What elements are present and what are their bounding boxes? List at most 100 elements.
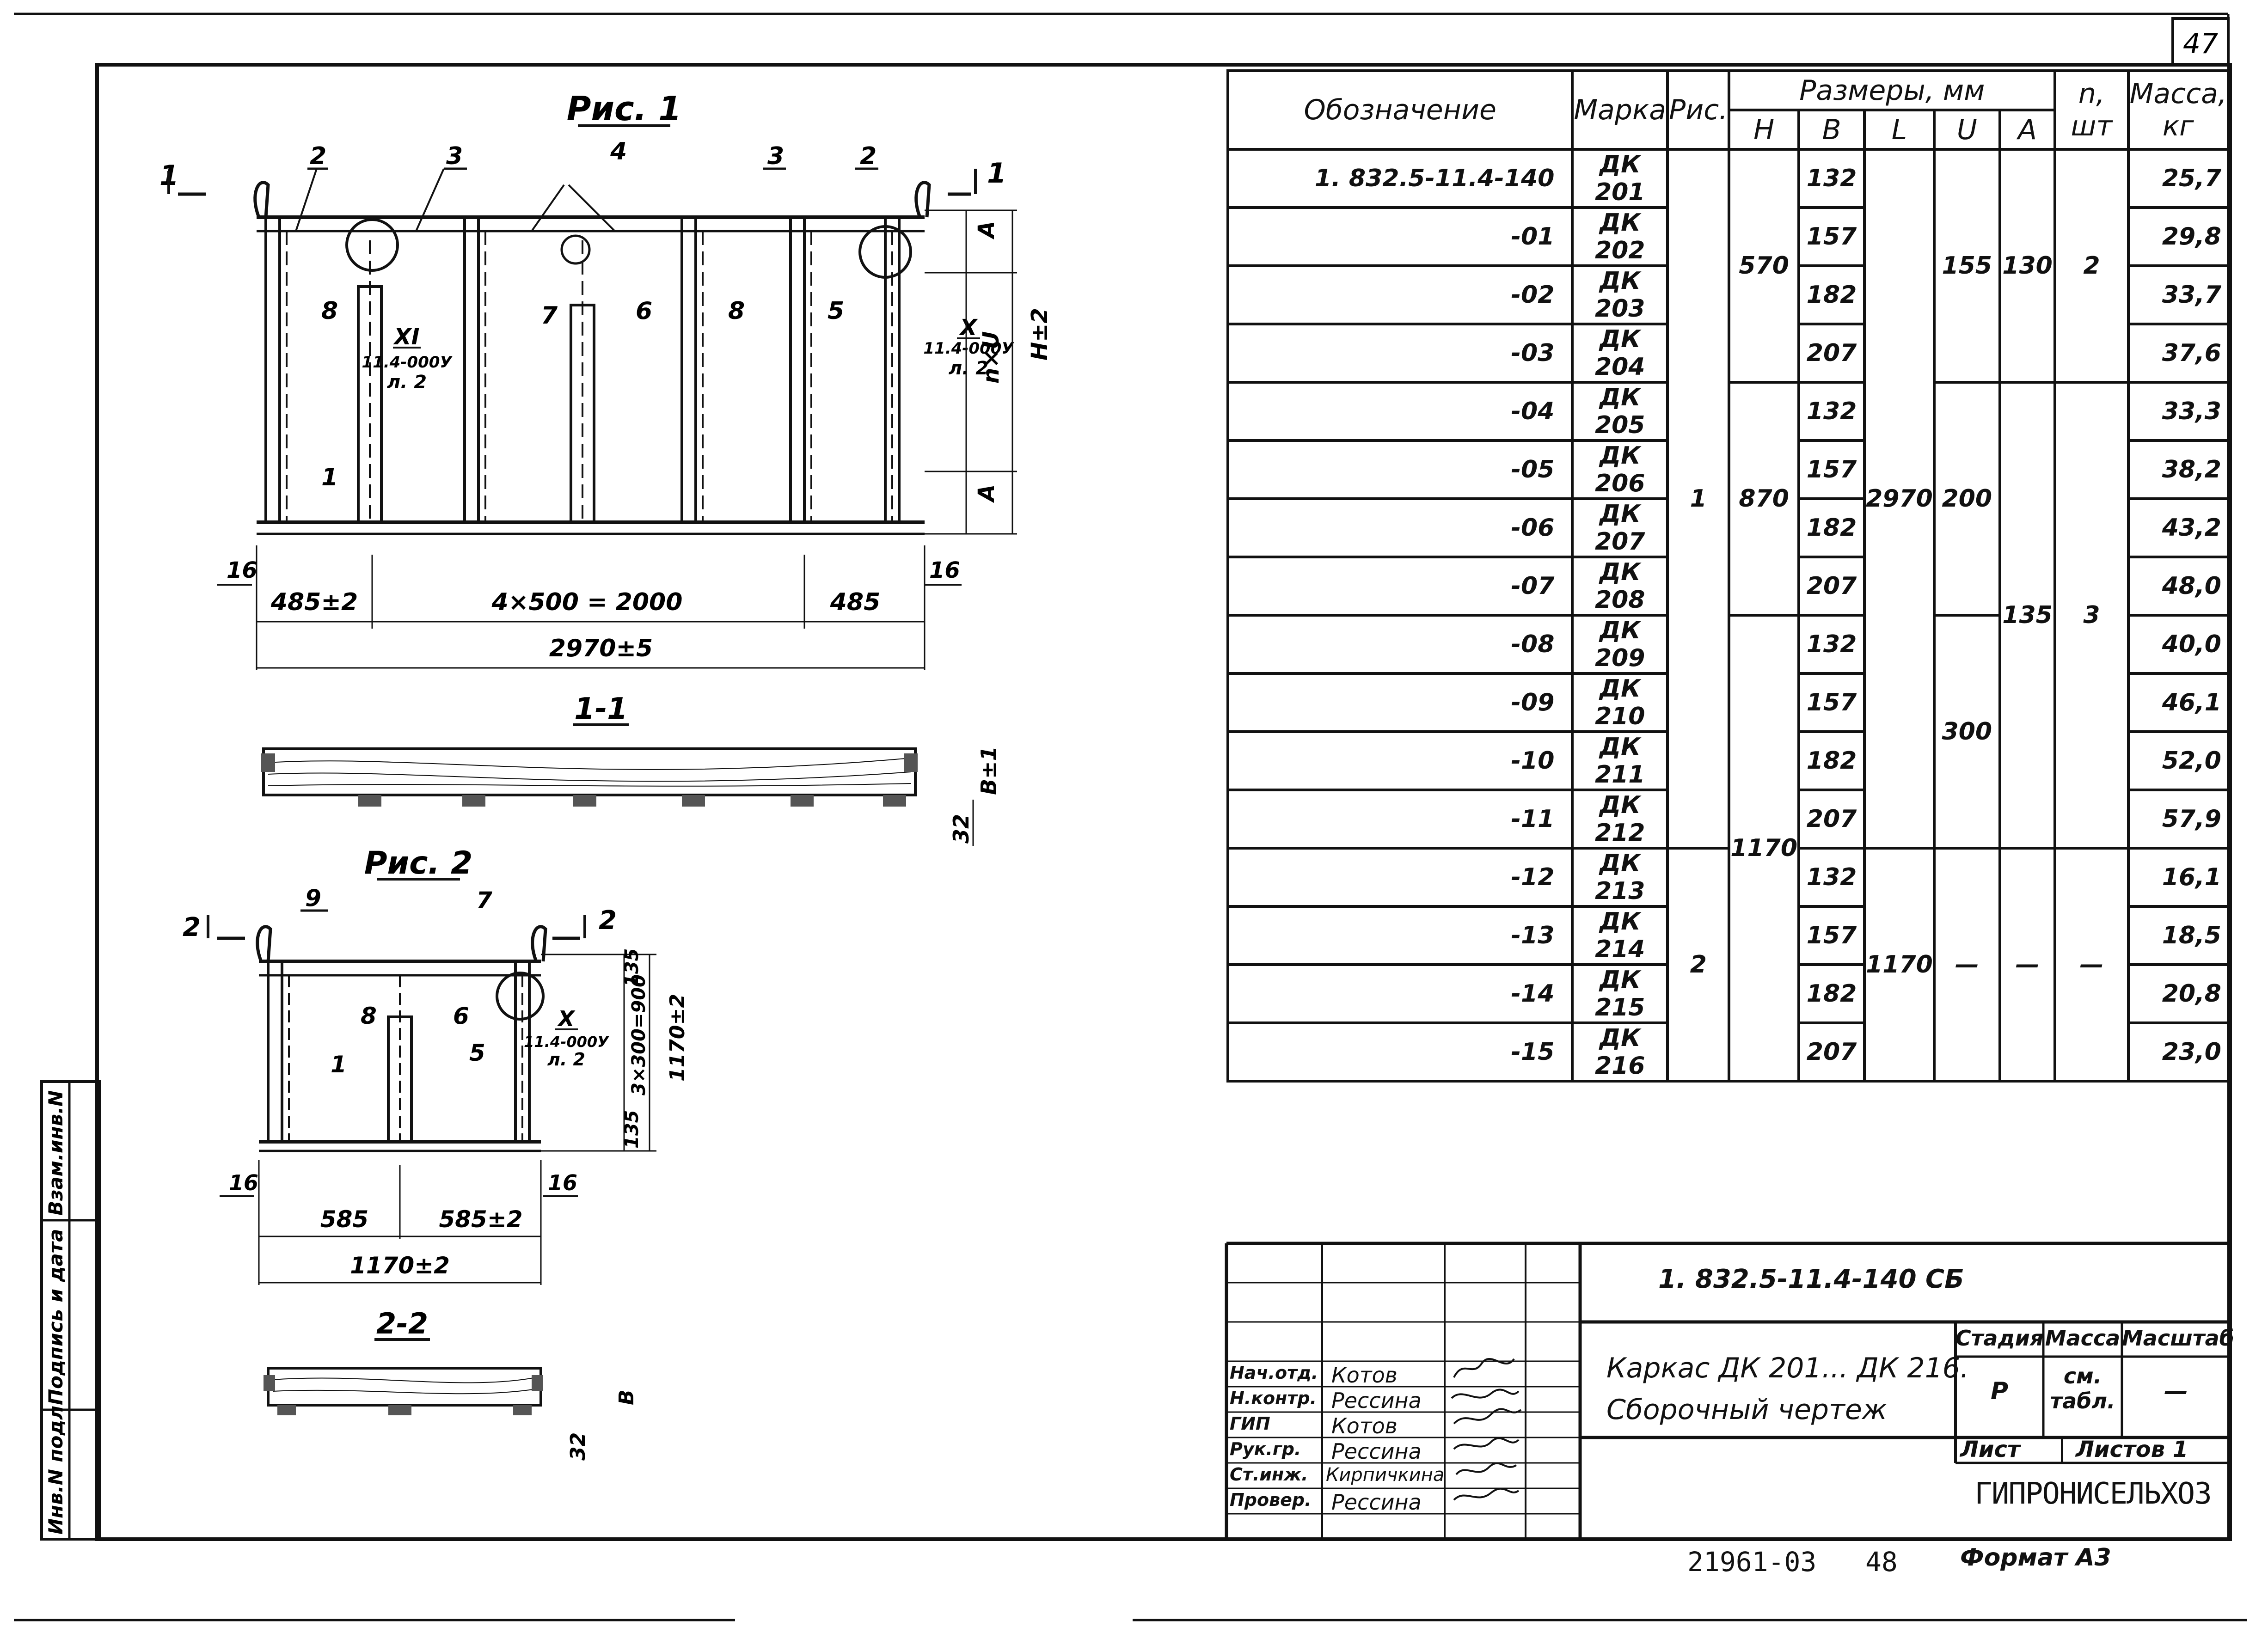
svg-text:8: 8 — [321, 297, 338, 325]
person-name: Рессина — [1331, 1388, 1422, 1413]
table-row: -11 ДК 212 207 57,9 — [1226, 789, 2230, 850]
svg-text:11.4-000У: 11.4-000У — [923, 339, 1014, 358]
svg-text:1170±2: 1170±2 — [350, 1252, 450, 1279]
svg-text:5: 5 — [828, 297, 844, 325]
svg-text:1: 1 — [331, 1051, 347, 1078]
role-label: ГИП — [1230, 1413, 1270, 1434]
sheet-number: 47 — [2183, 28, 2218, 60]
section-2-2: 2-2 B 32 — [264, 1307, 638, 1461]
svg-text:1170±2: 1170±2 — [666, 994, 689, 1082]
header-fig: Рис. — [1666, 69, 1731, 151]
svg-text:3×300=900: 3×300=900 — [628, 974, 650, 1095]
svg-text:7: 7 — [476, 887, 492, 914]
svg-text:2: 2 — [599, 905, 617, 936]
scale-label: Масштаб — [2122, 1326, 2234, 1351]
archive-number: 21961-03 — [1687, 1546, 1817, 1578]
svg-text:6: 6 — [636, 297, 652, 325]
doc-code: 1. 832.5-11.4-140 СБ — [1658, 1264, 1964, 1294]
person-name: Кирпичкина — [1326, 1464, 1445, 1486]
table-row: -05 ДК 206 157 38,2 — [1226, 439, 2230, 500]
svg-text:16: 16 — [929, 557, 960, 583]
svg-text:7: 7 — [541, 302, 558, 330]
svg-text:А: А — [974, 221, 999, 240]
svg-text:2970±5: 2970±5 — [549, 635, 653, 662]
stage-value: Р — [1990, 1377, 2009, 1405]
svg-text:2: 2 — [860, 142, 877, 170]
scale-value: — — [2164, 1377, 2188, 1405]
mass-label: Масса — [2045, 1326, 2121, 1351]
person-name: Котов — [1331, 1363, 1398, 1388]
svg-text:8: 8 — [728, 297, 745, 325]
inner-frame — [95, 63, 2232, 1541]
role-label: Нач.отд. — [1230, 1363, 1318, 1383]
header-mark: Марка — [1571, 69, 1669, 151]
svg-text:3: 3 — [767, 142, 784, 170]
header-h: H — [1728, 109, 1801, 151]
svg-text:32: 32 — [566, 1432, 590, 1461]
page-number: 48 — [1865, 1546, 1898, 1578]
svg-text:X: X — [958, 315, 978, 341]
svg-text:1: 1 — [321, 464, 338, 491]
role-label: Ст.инж. — [1230, 1464, 1308, 1485]
svg-text:1-1: 1-1 — [574, 692, 628, 726]
format-label: Формат А3 — [1960, 1544, 2111, 1572]
table-row: -04 ДК 205 870 132 200 135 3 33,3 — [1226, 381, 2230, 850]
header-l: L — [1863, 109, 1936, 151]
signatures — [1451, 1358, 1522, 1501]
table-row: -10 ДК 211 182 52,0 — [1226, 730, 2230, 791]
spec-table: Обозначение Марка Рис. Размеры, мм n, шт… — [1226, 69, 2230, 1083]
title-block-grid — [1225, 1242, 2230, 1539]
svg-text:135: 135 — [621, 948, 643, 987]
svg-text:16: 16 — [227, 557, 257, 583]
svg-text:B±1: B±1 — [976, 746, 1001, 795]
table-row: 1. 832.5-11.4-140 ДК 201 1 570 132 2970 … — [1226, 148, 2230, 850]
table-row: -14 ДК 215 182 20,8 — [1226, 963, 2230, 1024]
role-label: Провер. — [1230, 1490, 1312, 1510]
header-n: n, шт — [2053, 69, 2130, 151]
svg-text:Подпись и дата: Подпись и дата — [44, 1229, 67, 1405]
svg-text:32: 32 — [949, 814, 974, 844]
role-label: Рук.гр. — [1230, 1439, 1301, 1459]
svg-text:6: 6 — [453, 1003, 469, 1029]
svg-text:Инв.N подл.: Инв.N подл. — [44, 1398, 67, 1535]
header-b: B — [1797, 109, 1866, 151]
svg-text:H±2: H±2 — [1027, 308, 1053, 361]
table-row: -12 ДК 213 2 132 1170 — — — 16,1 — [1226, 847, 2230, 1083]
svg-text:11.4-000У: 11.4-000У — [524, 1033, 609, 1051]
section-1-1: 1-1 B±1 32 — [261, 692, 1001, 846]
svg-text:485: 485 — [830, 588, 881, 616]
svg-text:11.4-000У: 11.4-000У — [362, 353, 453, 372]
svg-text:1: 1 — [987, 157, 1006, 190]
role-label: Н.контр. — [1230, 1388, 1317, 1408]
svg-text:16: 16 — [229, 1170, 258, 1195]
header-designation: Обозначение — [1226, 69, 1574, 151]
svg-text:XI: XI — [393, 324, 420, 350]
table-row: -01 ДК 202 157 29,8 — [1226, 206, 2230, 267]
header-u: U — [1932, 109, 2001, 151]
svg-text:2-2: 2-2 — [376, 1307, 428, 1340]
svg-text:4: 4 — [610, 138, 627, 165]
svg-text:135: 135 — [621, 1110, 643, 1149]
svg-text:585±2: 585±2 — [439, 1206, 522, 1233]
table-row: -07 ДК 208 207 48,0 — [1226, 556, 2230, 617]
table-row: -08 ДК 209 1170 132 300 40,0 — [1226, 614, 2230, 1083]
figure-1: Рис. 1 1 1 — [159, 89, 1053, 670]
figure-2: Рис. 2 2 2 9 7 8 6 5 — [183, 845, 689, 1285]
svg-text:А: А — [974, 484, 999, 503]
organization: ГИПРОНИСЕЛЬХОЗ — [1974, 1477, 2212, 1511]
table-row: -09 ДК 210 157 46,1 — [1226, 672, 2230, 733]
drawing-name-line1: Каркас ДК 201... ДК 216. — [1606, 1352, 1969, 1384]
fig1-title: Рис. 1 — [567, 89, 681, 128]
person-name: Рессина — [1331, 1439, 1422, 1464]
svg-text:2: 2 — [310, 142, 326, 170]
person-name: Рессина — [1331, 1490, 1422, 1515]
svg-text:4×500 = 2000: 4×500 = 2000 — [491, 588, 683, 616]
svg-text:8: 8 — [361, 1003, 377, 1029]
svg-text:16: 16 — [548, 1170, 577, 1195]
svg-text:3: 3 — [446, 142, 463, 170]
svg-text:Взам.инв.N: Взам.инв.N — [44, 1090, 67, 1216]
svg-text:5: 5 — [469, 1040, 485, 1066]
table-row: -15 ДК 216 207 23,0 — [1226, 1021, 2230, 1083]
sheet-label: Лист — [1960, 1437, 2020, 1462]
